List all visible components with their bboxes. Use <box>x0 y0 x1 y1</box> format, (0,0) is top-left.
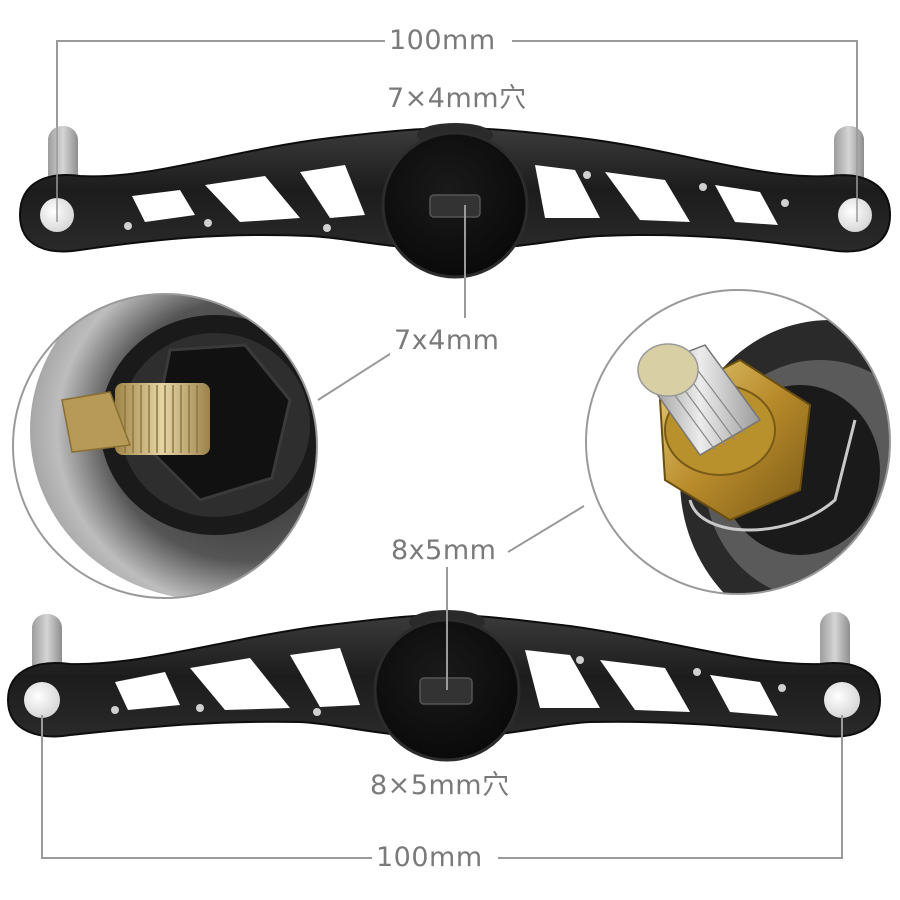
top-length-label: 100mm <box>385 25 500 57</box>
right-knob-cap <box>824 682 860 718</box>
top-handle <box>18 41 892 318</box>
top-hole-label: 7×4mm穴 <box>383 83 531 115</box>
bottom-hole-label: 8×5mm穴 <box>366 770 514 802</box>
right-inset-8x5-shaft <box>507 289 891 595</box>
bottom-handle <box>6 566 882 762</box>
top-hub-square-hole <box>429 194 481 218</box>
left-inset-7x4-shaft <box>12 293 394 599</box>
right-shaft-label: 8x5mm <box>387 535 501 567</box>
right-knob-cap <box>838 198 872 232</box>
bottom-length-label: 100mm <box>372 842 487 874</box>
left-knob-cap <box>24 682 60 718</box>
bottom-dimension-line <box>41 715 843 859</box>
left-shaft-label: 7x4mm <box>390 325 504 357</box>
